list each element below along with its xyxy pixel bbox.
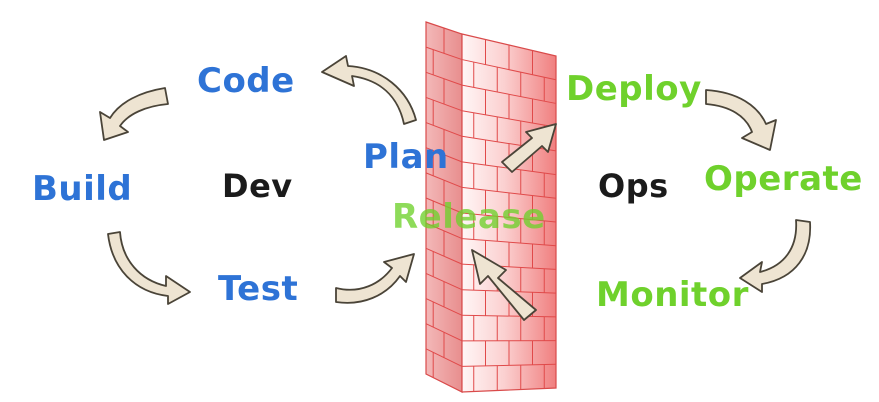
- stage-monitor: Monitor: [596, 275, 749, 315]
- stage-test: Test: [218, 269, 299, 309]
- stage-operate: Operate: [704, 159, 863, 199]
- stage-plan: Plan: [363, 137, 449, 177]
- stage-code: Code: [197, 61, 295, 101]
- stage-deploy: Deploy: [566, 69, 702, 109]
- dev-title: Dev: [222, 167, 293, 205]
- ops-title: Ops: [598, 167, 669, 205]
- stage-build: Build: [32, 169, 133, 209]
- release-label: Release: [392, 197, 546, 237]
